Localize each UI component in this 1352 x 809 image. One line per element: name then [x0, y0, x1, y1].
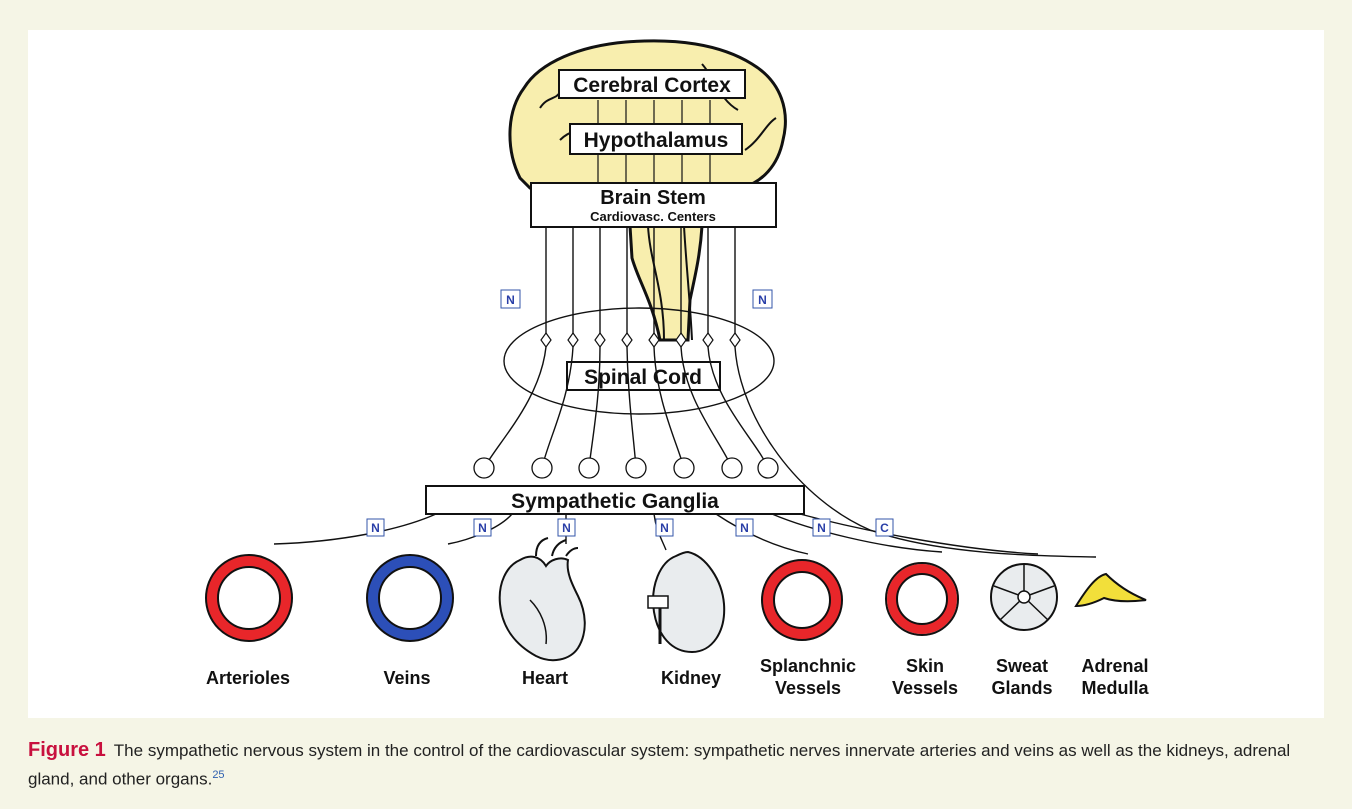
label-sweat-line1: Sweat [996, 656, 1048, 676]
transmitter-markers: N N N N N N N N C [366, 289, 894, 537]
label-splanchnic-line2: Vessels [775, 678, 841, 698]
heart-icon [498, 537, 586, 662]
marker-n-splanchnic-text: N [740, 521, 749, 535]
label-arterioles: Arterioles [206, 668, 290, 688]
adrenal-medulla-icon [1074, 572, 1147, 608]
marker-n-veins-text: N [478, 521, 487, 535]
spinal-cord-ellipse [503, 307, 775, 415]
marker-n-splanchnic [735, 518, 754, 537]
label-veins: Veins [383, 668, 430, 688]
label-skin-line1: Skin [906, 656, 944, 676]
cardiovascular-centers-label: Cardiovasc. Centers [590, 209, 716, 224]
marker-n-heart [557, 518, 576, 537]
sympathetic-ganglia-box [425, 485, 805, 515]
ganglion-circles [473, 457, 779, 479]
label-adrenal-line1: Adrenal [1081, 656, 1148, 676]
marker-n-skin [812, 518, 831, 537]
caption-text: The sympathetic nervous system in the co… [28, 741, 1291, 789]
label-heart: Heart [522, 668, 568, 688]
cerebral-cortex-label: Cerebral Cortex [573, 74, 731, 97]
marker-c-sweat [875, 518, 894, 537]
label-skin-line2: Vessels [892, 678, 958, 698]
marker-n-right [752, 289, 773, 309]
marker-n-arterioles-text: N [371, 521, 380, 535]
descending-nerves [545, 227, 736, 340]
organ-labels: Arterioles Veins Heart Kidney Splanchnic… [206, 656, 1150, 698]
marker-c-sweat-text: C [880, 521, 889, 535]
spinal-cord-box [566, 361, 721, 391]
caption-reference[interactable]: 25 [212, 769, 225, 781]
sweat-glands-icon [990, 563, 1058, 631]
brain-stem-label: Brain Stem [600, 187, 706, 209]
label-splanchnic-line1: Splanchnic [760, 656, 856, 676]
marker-n-heart-text: N [562, 521, 571, 535]
hypothalamus-label: Hypothalamus [584, 129, 729, 152]
arterioles-icon [205, 554, 293, 642]
sympathetic-ganglia-label: Sympathetic Ganglia [511, 490, 719, 513]
veins-icon [366, 554, 454, 642]
marker-n-right-text: N [758, 293, 767, 307]
hypothalamus-box [569, 123, 743, 155]
kidney-icon [647, 550, 726, 654]
spinal-cord-label: Spinal Cord [584, 366, 702, 389]
label-adrenal-line2: Medulla [1081, 678, 1149, 698]
cerebral-cortex-box [558, 69, 746, 99]
skin-vessels-icon [885, 562, 959, 636]
marker-n-arterioles [366, 518, 385, 537]
brain-stem-box [530, 182, 777, 228]
marker-n-kidney [655, 518, 674, 537]
label-sweat-line2: Glands [991, 678, 1052, 698]
marker-n-veins [473, 518, 492, 537]
marker-n-kidney-text: N [660, 521, 669, 535]
marker-n-left-text: N [506, 293, 515, 307]
spinal-synapses [540, 331, 741, 349]
label-kidney: Kidney [661, 668, 721, 688]
marker-n-left [500, 289, 521, 309]
splanchnic-vessels-icon [761, 559, 843, 641]
marker-n-skin-text: N [817, 521, 826, 535]
figure-label: Figure 1 [28, 739, 106, 761]
